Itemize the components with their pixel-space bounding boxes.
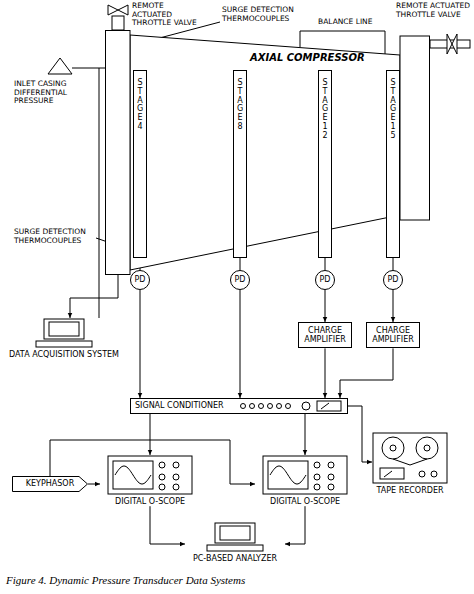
- signal-connector: [88, 484, 100, 485]
- signal-connector: [393, 258, 394, 270]
- signal-connector: [305, 414, 306, 455]
- conditioner-box: SIGNAL CONDITIONER: [130, 398, 348, 414]
- signal-connector: [285, 506, 305, 544]
- signal-connector: [70, 275, 118, 318]
- node-text: DATA ACQUISITION SYSTEM: [4, 350, 124, 359]
- tape-recorder-icon: TAPE RECORDER: [372, 432, 448, 495]
- inlet-pipe: [112, 16, 124, 30]
- stage-probe: STAGE 12: [318, 70, 332, 258]
- signal-connector: [240, 258, 241, 270]
- node-text: DIGITAL O-SCOPE: [255, 497, 355, 506]
- signal-connector: [325, 258, 326, 270]
- figure-caption: Figure 4. Dynamic Pressure Transducer Da…: [6, 574, 245, 586]
- compressor-casing: AXIAL COMPRESSOR: [105, 30, 430, 275]
- annotation-label: BALANCE LINE: [318, 18, 388, 27]
- computer-icon: PC-BASED ANALYZER: [185, 522, 285, 563]
- node-text: KEYPHASOR: [12, 476, 88, 492]
- signal-connector: [325, 290, 326, 322]
- throttle-valve-symbol: [447, 34, 457, 54]
- node-text: DIGITAL O-SCOPE: [100, 497, 200, 506]
- node-text: PD: [130, 270, 150, 290]
- signal-connector: [150, 506, 185, 544]
- stage-probe: STAGE 4: [133, 70, 147, 258]
- differential-pressure-symbol: [48, 58, 72, 74]
- signal-connector: [348, 406, 372, 462]
- node-text: PC-BASED ANALYZER: [185, 554, 285, 563]
- throttle-valve-symbol: [108, 5, 128, 15]
- annotation-label: REMOTE ACTUATED THROTTLE VALVE: [132, 2, 204, 28]
- compressor-outline: [105, 30, 430, 275]
- annotation-label: REMOTE ACTUATED THROTTLE VALVE: [396, 2, 472, 19]
- signal-connector: [325, 348, 326, 398]
- annotation-label: INLET CASING DIFFERENTIAL PRESSURE: [14, 80, 94, 106]
- node-text: TAPE RECORDER: [372, 486, 448, 495]
- annotation-label: SURGE DETECTION THERMOCOUPLES: [14, 228, 94, 245]
- computer-drawing: [185, 522, 285, 552]
- stage-probe: STAGE 15: [386, 70, 400, 258]
- pressure-transducer: PD: [130, 270, 150, 290]
- node-text: CHARGE AMPLIFIER: [301, 326, 349, 344]
- node-text: PD: [230, 270, 250, 290]
- node-text: PD: [315, 270, 335, 290]
- node-text: STAGE 4: [136, 79, 144, 132]
- annotation-label: SURGE DETECTION THERMOCOUPLES: [222, 6, 306, 23]
- signal-connector: [240, 290, 241, 398]
- amplifier-box: CHARGE AMPLIFIER: [366, 322, 420, 348]
- node-text: AXIAL COMPRESSOR: [250, 52, 365, 64]
- pressure-tap-line: [72, 68, 105, 69]
- pressure-transducer: PD: [230, 270, 250, 290]
- keyphasor-arrow: KEYPHASOR: [12, 476, 88, 492]
- amplifier-box: CHARGE AMPLIFIER: [298, 322, 352, 348]
- signal-connector: [140, 290, 141, 398]
- tape-deck-drawing: [372, 432, 448, 484]
- computer-drawing: [4, 318, 124, 348]
- node-text: SIGNAL CONDITIONER: [131, 399, 347, 413]
- oscilloscope-icon: DIGITAL O-SCOPE: [100, 455, 200, 506]
- node-text: STAGE 15: [389, 79, 397, 141]
- node-text: STAGE 12: [321, 79, 329, 141]
- pressure-transducer: PD: [315, 270, 335, 290]
- computer-icon: DATA ACQUISITION SYSTEM: [4, 318, 124, 359]
- oscilloscope-icon: DIGITAL O-SCOPE: [255, 455, 355, 506]
- signal-wire: [99, 68, 100, 318]
- node-text: STAGE 8: [236, 79, 244, 132]
- stage-probe: STAGE 8: [233, 70, 247, 258]
- signal-connector: [340, 348, 393, 398]
- node-text: PD: [383, 270, 403, 290]
- pressure-transducer: PD: [383, 270, 403, 290]
- oscilloscope-drawing: [255, 455, 355, 495]
- signal-connector: [150, 414, 151, 455]
- node-text: CHARGE AMPLIFIER: [369, 326, 417, 344]
- signal-connector: [393, 290, 394, 322]
- oscilloscope-drawing: [100, 455, 200, 495]
